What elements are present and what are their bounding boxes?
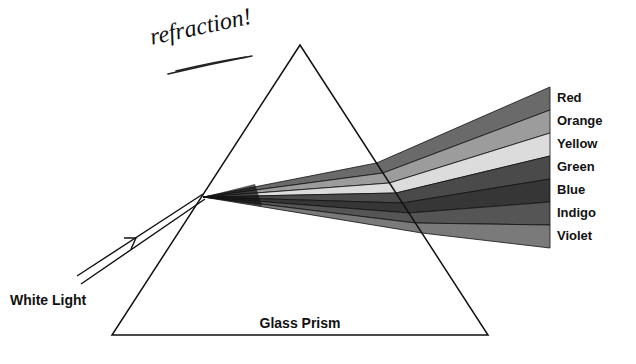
prism-outline <box>112 45 488 335</box>
prism-triangle <box>112 45 488 335</box>
input-label: White Light <box>10 291 86 309</box>
color-label: Violet <box>557 228 592 244</box>
handwritten-underline <box>168 56 252 74</box>
beam-line <box>81 199 205 284</box>
white-light-beam <box>77 194 205 284</box>
beam-line <box>77 194 203 276</box>
color-label: Yellow <box>557 136 597 152</box>
color-label: Orange <box>557 113 603 129</box>
color-label: Indigo <box>557 205 596 221</box>
color-label: Blue <box>557 182 585 198</box>
prism-shape: Glass Prism <box>112 45 488 335</box>
prism-label: Glass Prism <box>260 315 341 331</box>
spectrum-bands <box>203 87 550 248</box>
color-label: Green <box>557 159 595 175</box>
color-label: Red <box>557 90 582 106</box>
beam-arrow <box>124 238 136 249</box>
fan-core <box>203 184 262 206</box>
underline-stroke <box>168 56 252 74</box>
handwritten-note: refraction! <box>147 1 254 52</box>
underline-stroke <box>176 57 246 71</box>
